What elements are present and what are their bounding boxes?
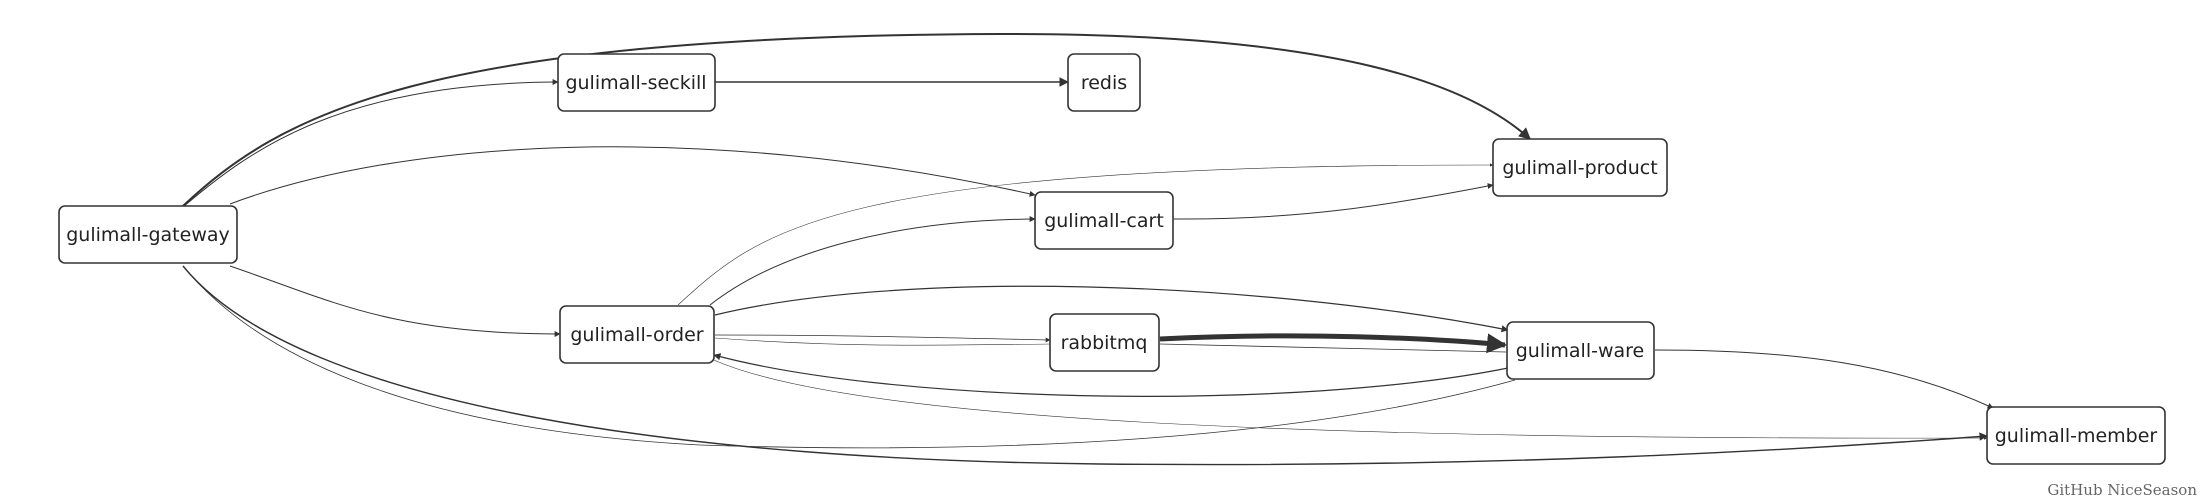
node-gulimall-member[interactable]: gulimall-member (1986, 406, 2166, 465)
edge-gateway-seckill (182, 79, 559, 208)
node-gulimall-gateway[interactable]: gulimall-gateway (58, 205, 238, 264)
edges (182, 32, 1994, 466)
watermark-text: GitHub NiceSeason (2047, 481, 2197, 499)
node-label-seckill: gulimall-seckill (565, 72, 706, 94)
edge-gateway-cart (229, 146, 1036, 205)
edge-order-cart (709, 216, 1036, 306)
edge-order-member (713, 359, 1988, 440)
edge-gateway-order (229, 265, 561, 337)
node-gulimall-cart[interactable]: gulimall-cart (1034, 191, 1174, 250)
edge-ware-order (713, 353, 1509, 397)
edge-order-rabbitmq (714, 334, 1051, 343)
edge-ware-member (1654, 349, 1994, 409)
node-label-redis: redis (1081, 72, 1127, 94)
edge-gateway-member-2 (182, 265, 1516, 449)
node-redis[interactable]: redis (1067, 53, 1141, 112)
node-label-gateway: gulimall-gateway (66, 224, 230, 246)
node-gulimall-ware[interactable]: gulimall-ware (1506, 321, 1655, 380)
node-label-product: gulimall-product (1502, 157, 1657, 179)
node-label-ware: gulimall-ware (1516, 340, 1645, 362)
node-label-order: gulimall-order (570, 324, 703, 346)
edge-order-rabbitmq-2 (714, 337, 1051, 346)
node-label-rabbitmq: rabbitmq (1061, 332, 1148, 354)
node-rabbitmq[interactable]: rabbitmq (1049, 313, 1160, 372)
node-gulimall-order[interactable]: gulimall-order (559, 305, 715, 364)
edge-order-ware (714, 285, 1509, 333)
node-label-cart: gulimall-cart (1044, 210, 1164, 232)
edge-cart-product (1172, 183, 1494, 220)
nodes: gulimall-gateway gulimall-seckill redis … (58, 53, 2166, 465)
edge-gateway-member-1 (182, 265, 1988, 466)
node-gulimall-product[interactable]: gulimall-product (1492, 138, 1668, 197)
edge-gateway-product (182, 32, 1531, 207)
node-gulimall-seckill[interactable]: gulimall-seckill (557, 53, 716, 112)
edge-rabbitmq-ware-thin (1159, 343, 1507, 353)
node-label-member: gulimall-member (1995, 425, 2158, 447)
edge-order-product (677, 163, 1494, 306)
edge-rabbitmq-ware-bold (1159, 333, 1507, 354)
